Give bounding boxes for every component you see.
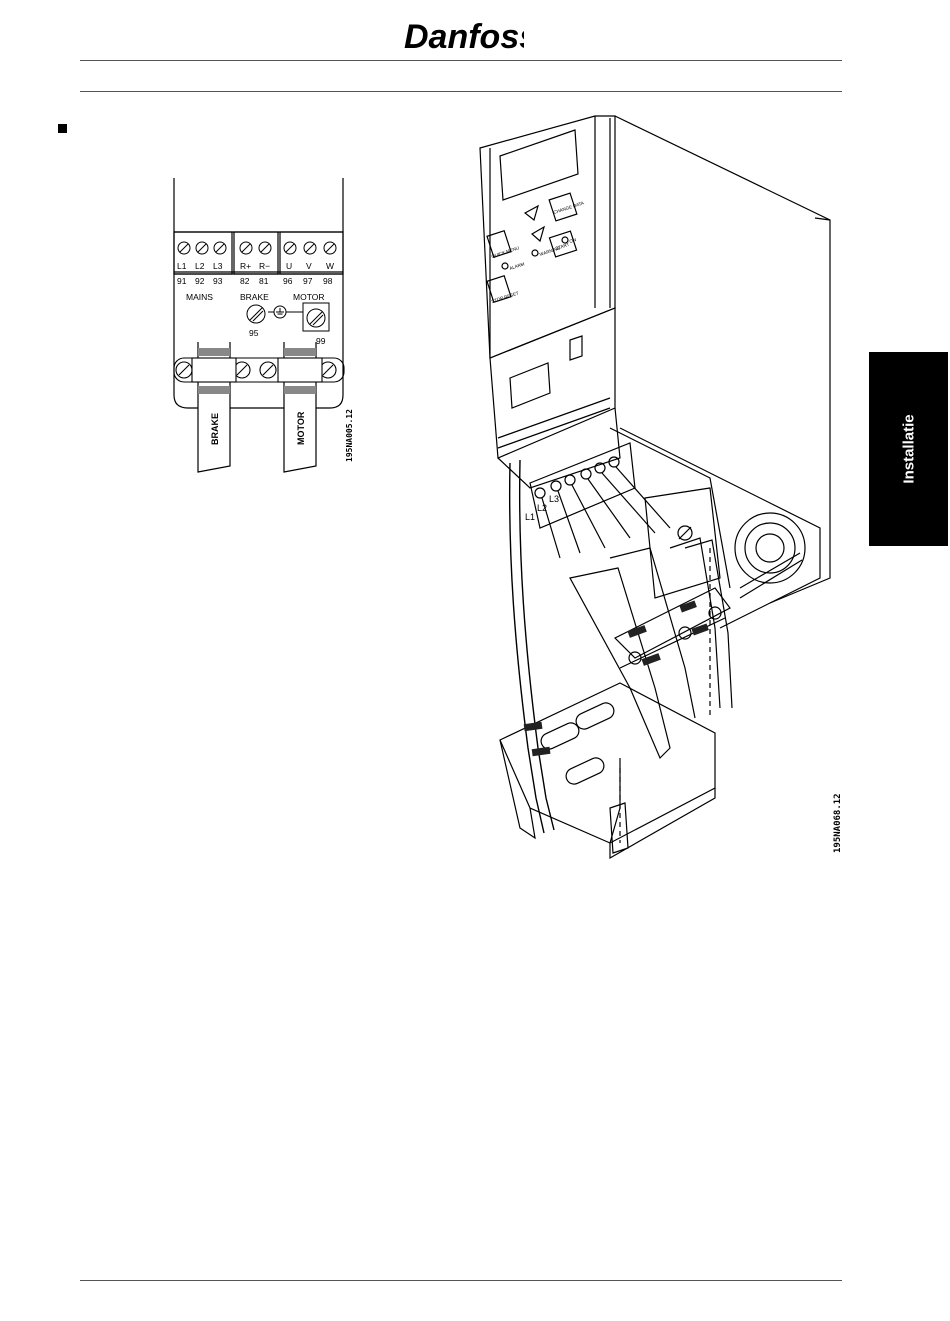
drive-installation-drawing: QUICK MENU CHANGE DATA START STOP RESET … <box>470 108 850 868</box>
motor-cable-label: MOTOR <box>296 411 306 445</box>
motor-cable <box>278 342 322 472</box>
indicator-on-label: ON <box>569 237 577 244</box>
terminal-label-u: U <box>286 261 292 271</box>
section-tab-label: Installatie <box>900 414 917 483</box>
figure-code-2: 195NA068.12 <box>833 793 843 853</box>
ground-screw-motor-icon <box>303 303 329 331</box>
ground-screw-brake-icon <box>247 305 265 323</box>
terminal-label-l1: L1 <box>177 261 187 271</box>
terminal-number-97: 97 <box>303 276 313 286</box>
figure-code-1: 195NA005.12 <box>345 409 354 462</box>
ground-number-99: 99 <box>316 336 326 346</box>
terminal-connection-diagram: L1 L2 L3 91 92 93 R+ R− 82 81 U V W 96 9… <box>160 170 365 480</box>
terminal-number-93: 93 <box>213 276 223 286</box>
motor-terminal-group: U V W 96 97 98 <box>283 242 336 286</box>
terminal-label-r-plus: R+ <box>240 261 251 271</box>
drawing-terminal-l3: L3 <box>549 494 559 504</box>
section-tab[interactable]: Installatie <box>869 352 948 546</box>
footer-rule <box>80 1280 842 1281</box>
brake-cable <box>192 342 236 472</box>
terminal-label-v: V <box>306 261 312 271</box>
keypad-stop-reset-label: STOP RESET <box>491 290 520 304</box>
brake-cable-label: BRAKE <box>210 413 220 445</box>
header-rule-bottom <box>80 91 842 92</box>
keypad-quick-menu-label: QUICK MENU <box>491 245 520 259</box>
terminal-number-96: 96 <box>283 276 293 286</box>
keypad-change-data-label: CHANGE DATA <box>553 200 585 215</box>
brake-terminal-group: R+ R− 82 81 <box>240 242 271 286</box>
danfoss-logo: Danfoss <box>400 12 524 56</box>
indicator-alarm-label: ALARM <box>509 261 526 271</box>
header-rule-top <box>80 60 842 61</box>
motor-label: MOTOR <box>293 292 324 302</box>
terminal-label-w: W <box>326 261 334 271</box>
logo-text: Danfoss <box>404 18 524 56</box>
mains-label: MAINS <box>186 292 213 302</box>
ground-symbol-icon <box>268 306 303 318</box>
brake-label: BRAKE <box>240 292 269 302</box>
indicator-warning-label: WARNING <box>539 245 562 257</box>
mains-terminal-group: L1 L2 L3 91 92 93 <box>177 242 226 286</box>
drawing-terminal-l2: L2 <box>537 503 547 513</box>
terminal-number-81: 81 <box>259 276 269 286</box>
terminal-number-91: 91 <box>177 276 187 286</box>
terminal-label-l2: L2 <box>195 261 205 271</box>
ground-number-95: 95 <box>249 328 259 338</box>
terminal-label-r-minus: R− <box>259 261 270 271</box>
terminal-number-82: 82 <box>240 276 250 286</box>
section-bullet-icon <box>58 124 67 133</box>
terminal-label-l3: L3 <box>213 261 223 271</box>
terminal-number-98: 98 <box>323 276 333 286</box>
drawing-terminal-l1: L1 <box>525 512 535 522</box>
terminal-number-92: 92 <box>195 276 205 286</box>
